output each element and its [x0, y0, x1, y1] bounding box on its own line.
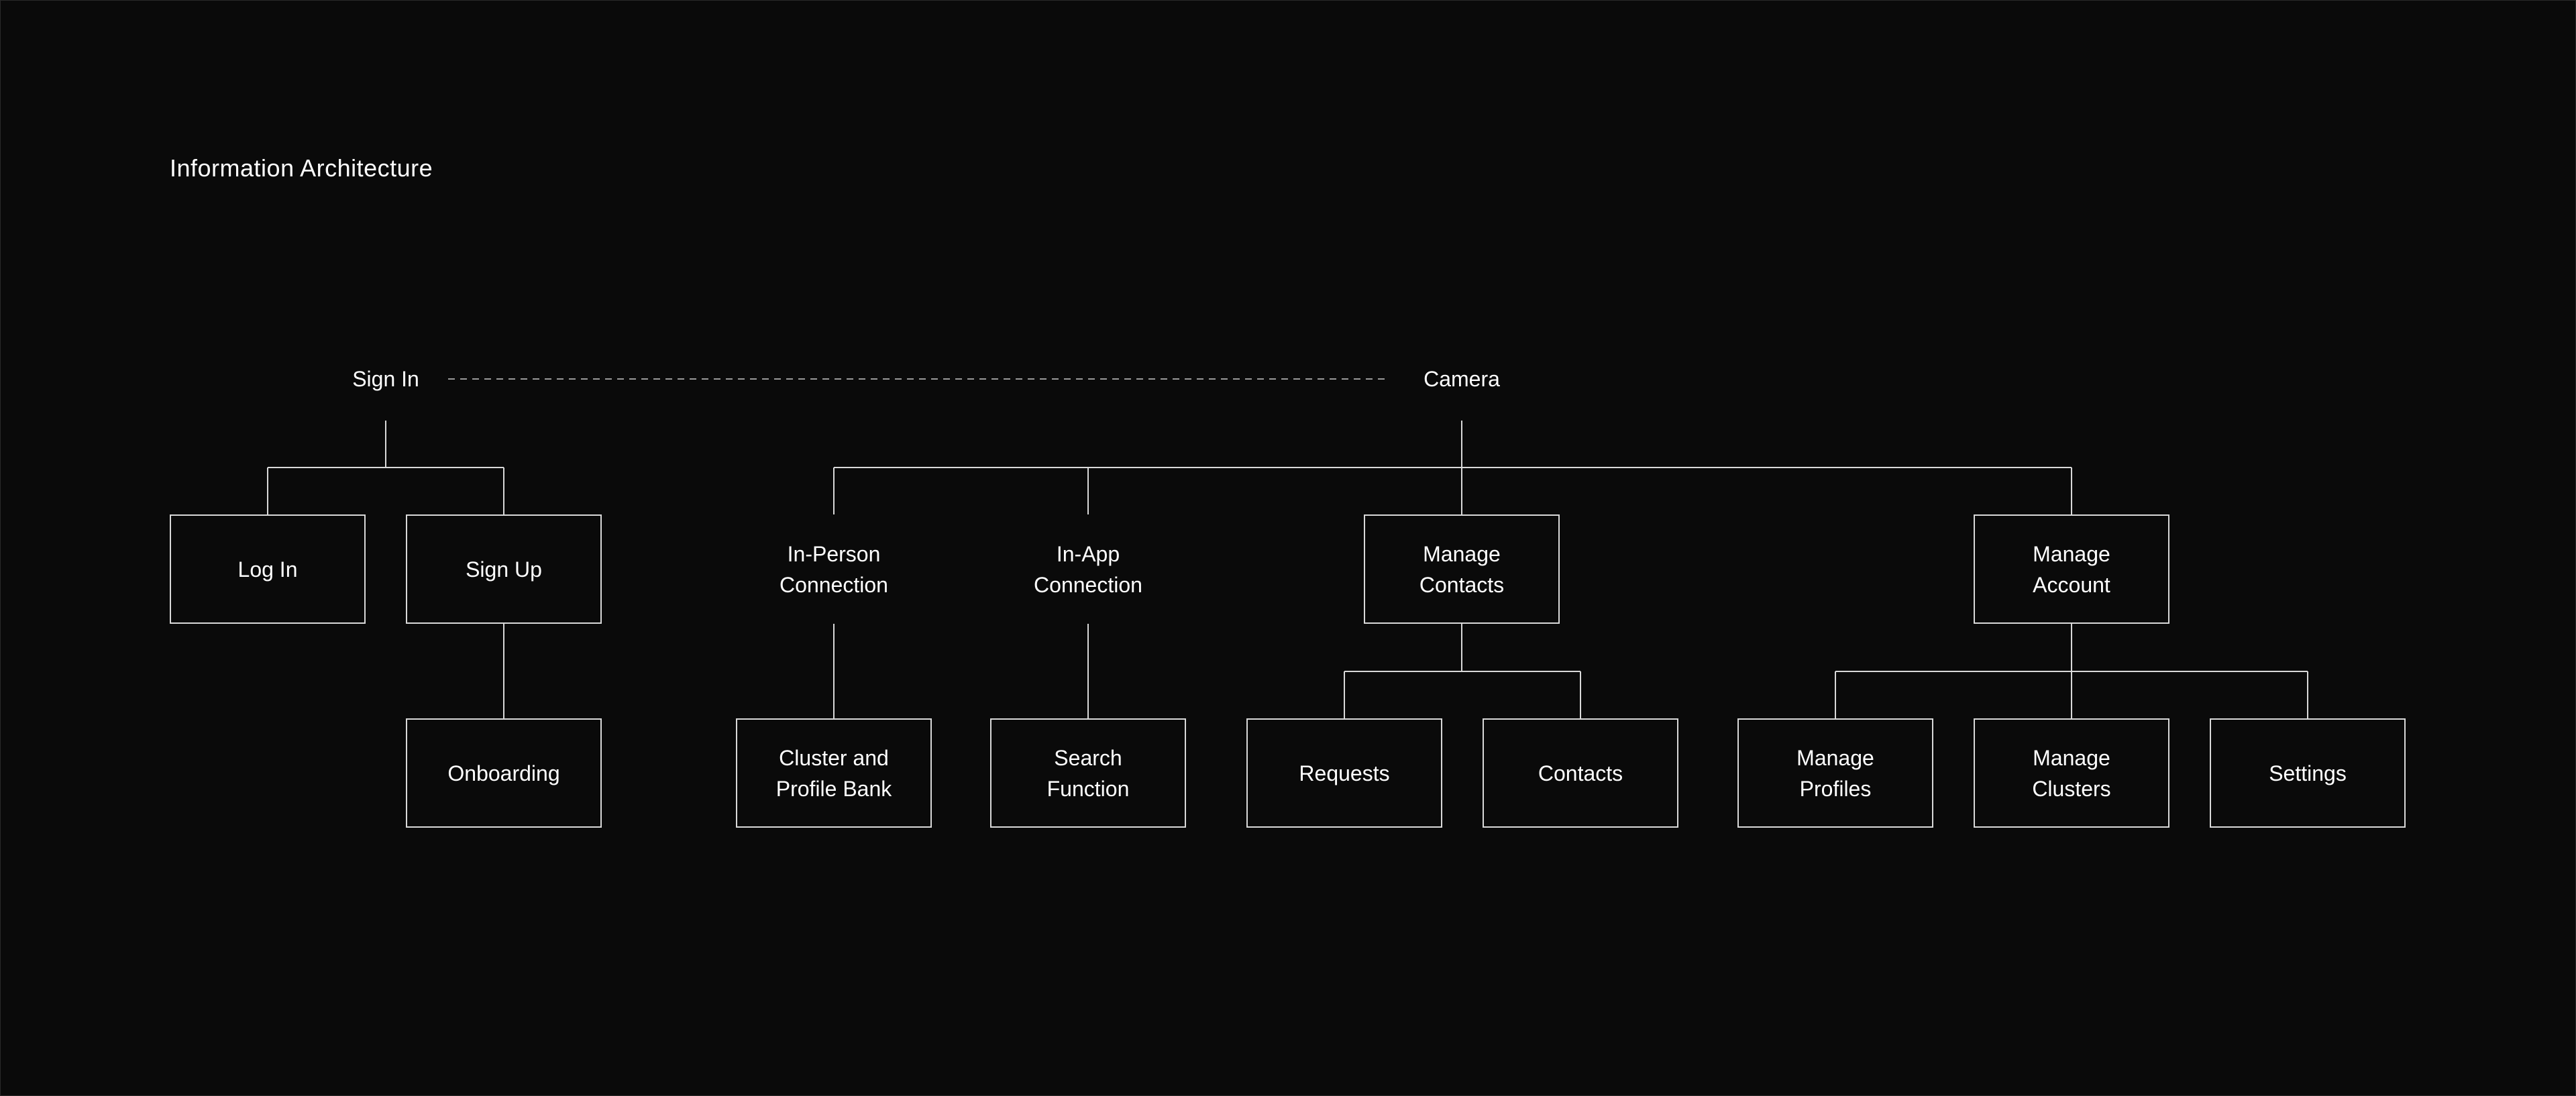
node-manage-account: Manage Account: [1974, 514, 2169, 624]
node-in-person-connection: In-Person Connection: [780, 541, 888, 597]
node-in-app-connection: In-App Connection: [1034, 541, 1142, 597]
node-onboarding: Onboarding: [406, 718, 602, 828]
node-settings: Settings: [2210, 718, 2406, 828]
node-manage-contacts: Manage Contacts: [1364, 514, 1560, 624]
node-sign-up: Sign Up: [406, 514, 602, 624]
page-title: Information Architecture: [170, 154, 433, 182]
node-camera: Camera: [1424, 367, 1500, 391]
node-manage-clusters: Manage Clusters: [1974, 718, 2169, 828]
node-manage-profiles: Manage Profiles: [1737, 718, 1933, 828]
node-cluster-profile-bank: Cluster and Profile Bank: [736, 718, 932, 828]
node-sign-in: Sign In: [352, 367, 419, 391]
node-contacts: Contacts: [1483, 718, 1678, 828]
node-search-function: Search Function: [990, 718, 1186, 828]
node-requests: Requests: [1246, 718, 1442, 828]
node-log-in: Log In: [170, 514, 366, 624]
